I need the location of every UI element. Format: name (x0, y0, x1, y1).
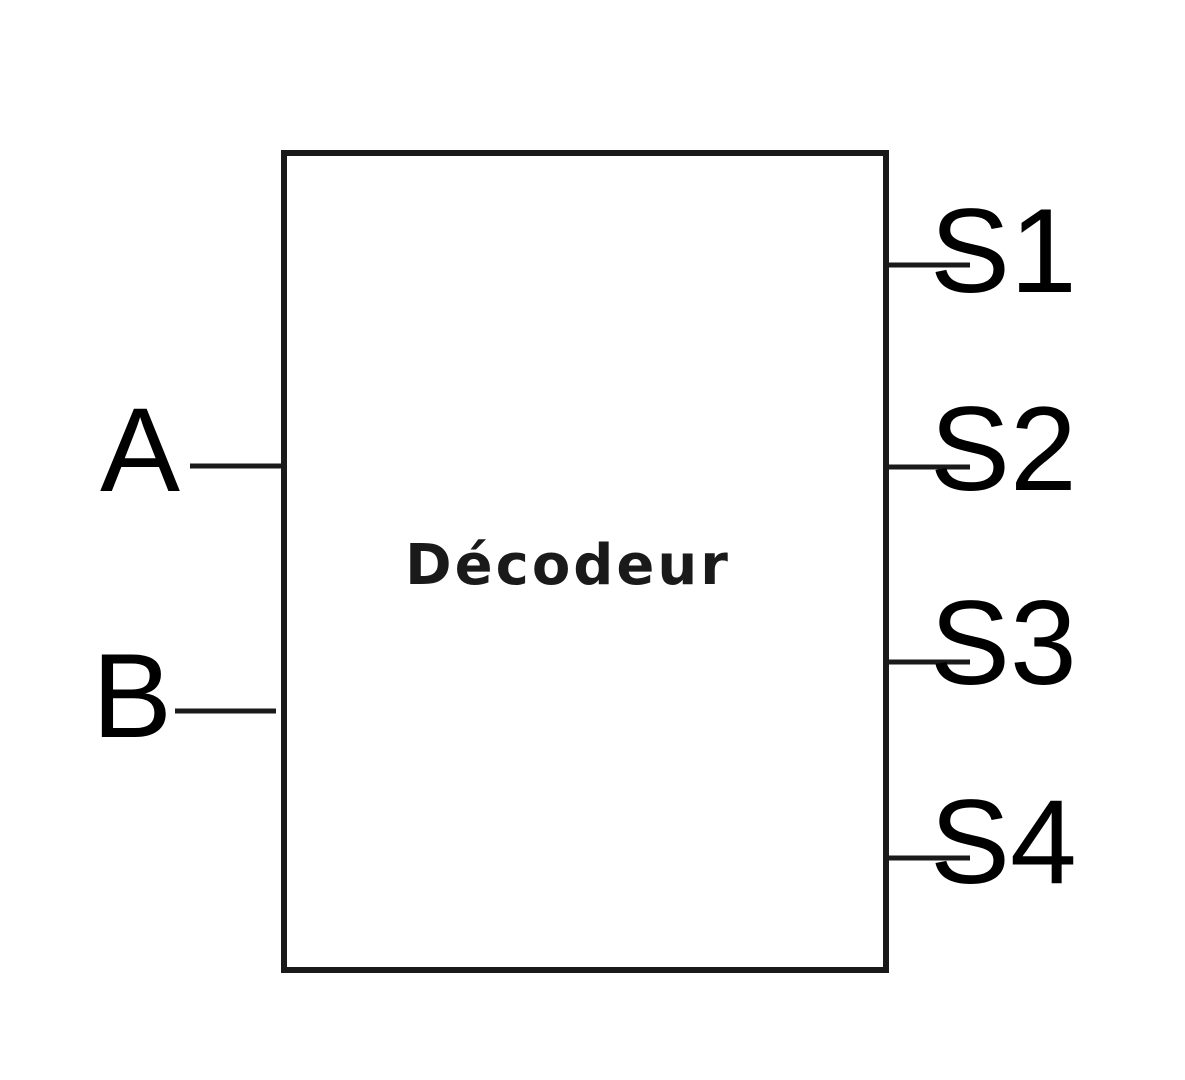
input-label-a: A (100, 383, 180, 517)
input-label-b: B (92, 629, 172, 763)
decoder-block (281, 150, 889, 973)
output-label-s3: S3 (930, 576, 1077, 710)
output-label-s2: S2 (930, 382, 1077, 516)
output-label-s4: S4 (930, 775, 1077, 909)
decoder-block-label: Décodeur (405, 533, 731, 598)
output-label-s1: S1 (930, 184, 1077, 318)
